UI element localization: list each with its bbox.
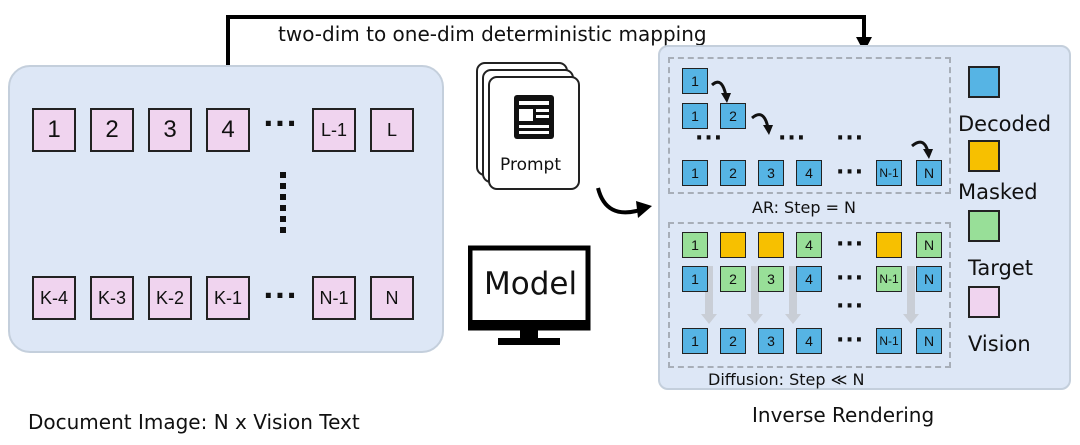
token-target: 4 [796,232,822,258]
token-decoded: N [916,160,942,186]
token-decoded: 2 [720,328,746,354]
token-decoded: 1 [682,68,708,94]
token-masked [876,232,902,258]
token-decoded: 3 [758,328,784,354]
model-label: Model [484,266,578,302]
token-target: 3 [758,266,784,292]
token-decoded: 1 [682,328,708,354]
token-masked [758,232,784,258]
token-decoded: 1 [682,266,708,292]
token-decoded: N [916,266,942,292]
diffusion-step-label: Diffusion: Step ≪ N [708,370,865,389]
ellipsis: ··· [778,126,807,151]
ellipsis: ··· [263,279,298,312]
legend-swatch-decoded [968,66,1000,98]
inverse-rendering-caption: Inverse Rendering [752,403,935,427]
token-decoded: 1 [682,103,708,129]
vision-token: K-4 [32,276,76,320]
token-decoded: 2 [720,160,746,186]
vision-token: N [370,276,414,320]
vision-token: K-2 [148,276,192,320]
token-decoded: N-1 [876,160,902,186]
vision-token: L [370,108,414,152]
vision-token: 3 [148,108,192,152]
token-target: N [916,232,942,258]
monitor-icon [468,245,591,345]
ar-box [668,57,951,194]
vision-token: 4 [206,108,250,152]
legend-label-decoded: Decoded [958,112,1052,136]
ellipsis: ··· [263,107,298,140]
legend-label-target: Target [968,256,1033,280]
vertical-ellipsis [280,172,286,238]
prompt-label: Prompt [500,155,561,175]
ar-step-arrows [710,80,933,159]
prompt-document-icon [476,62,580,190]
token-target: 2 [720,266,746,292]
ellipsis: ··· [836,266,865,291]
token-masked [720,232,746,258]
ellipsis: ··· [836,294,865,319]
token-decoded: 3 [758,160,784,186]
ellipsis: ··· [836,160,865,185]
ellipsis: ··· [836,328,865,353]
ellipsis: ··· [695,126,724,151]
token-target: 1 [682,232,708,258]
vision-token: L-1 [312,108,356,152]
legend-swatch-vision [968,286,1000,318]
ar-step-label: AR: Step = N [752,198,857,217]
vision-token: K-1 [206,276,250,320]
ellipsis: ··· [836,126,865,151]
token-decoded: 4 [796,328,822,354]
legend-swatch-target [968,210,1000,242]
token-decoded: 4 [796,266,822,292]
vision-token: 1 [32,108,76,152]
token-decoded: N-1 [876,328,902,354]
token-decoded: 1 [682,160,708,186]
curved-arrow [596,187,652,218]
token-decoded: 2 [720,103,746,129]
vision-token: K-3 [90,276,134,320]
diffusion-box [668,222,951,368]
legend-label-vision: Vision [968,332,1031,356]
vision-token: 2 [90,108,134,152]
mapping-label: two-dim to one-dim deterministic mapping [278,22,707,46]
token-decoded: N [916,328,942,354]
legend-label-masked: Masked [958,180,1038,204]
token-target: N-1 [876,266,902,292]
diffusion-step-arrows [701,266,919,324]
ellipsis: ··· [836,232,865,257]
vision-token: N-1 [312,276,356,320]
document-caption: Document Image: N x Vision Text [28,410,360,434]
token-decoded: 4 [796,160,822,186]
legend-swatch-masked [968,140,1000,172]
